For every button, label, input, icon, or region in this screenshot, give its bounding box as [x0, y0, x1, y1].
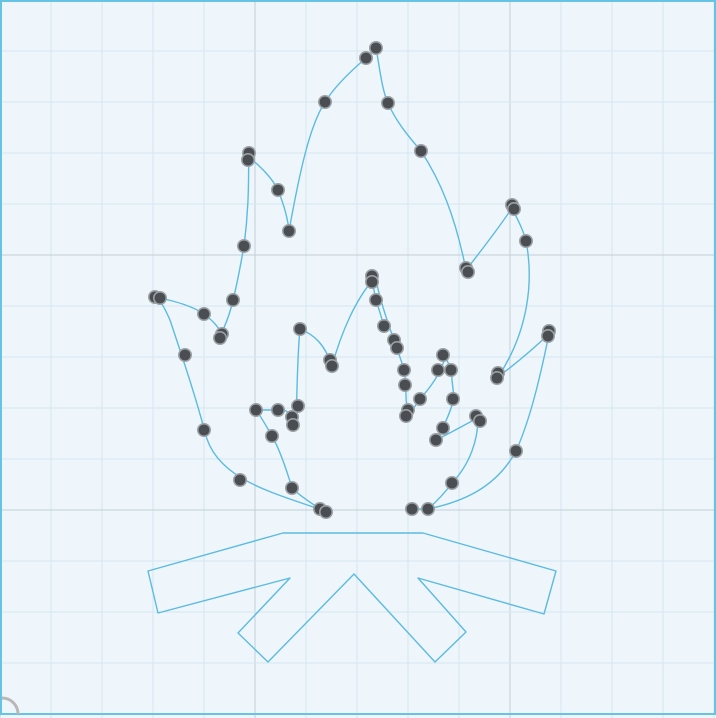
vertex-handle[interactable] [364, 274, 379, 289]
vertex-handle[interactable] [445, 391, 460, 406]
vertex-handle[interactable] [318, 504, 333, 519]
vertex-handle[interactable] [508, 443, 523, 458]
vertex-handle[interactable] [368, 40, 383, 55]
vertex-handle[interactable] [249, 402, 264, 417]
vertex-handle[interactable] [270, 402, 285, 417]
vertex-handle[interactable] [237, 239, 252, 254]
vertex-handle[interactable] [290, 398, 305, 413]
vertex-handle[interactable] [285, 417, 300, 432]
log-top-bar[interactable] [147, 532, 557, 663]
vertex-handle[interactable] [435, 420, 450, 435]
vertex-handle[interactable] [420, 501, 435, 516]
vertex-handle[interactable] [292, 321, 307, 336]
vertex-handle[interactable] [233, 472, 248, 487]
vertex-handle[interactable] [396, 362, 411, 377]
vertex-handle[interactable] [281, 224, 296, 239]
vertex-handle[interactable] [398, 408, 413, 423]
vertex-handle[interactable] [412, 391, 427, 406]
vertex-handle[interactable] [317, 95, 332, 110]
vertex-handle[interactable] [153, 290, 168, 305]
log-shapes[interactable] [147, 532, 557, 663]
vertex-handle[interactable] [358, 50, 373, 65]
vertex-handle[interactable] [264, 428, 279, 443]
vertex-handle[interactable] [413, 144, 428, 159]
vertex-handle[interactable] [241, 153, 256, 168]
vertex-handle[interactable] [270, 183, 285, 198]
vertex-handle[interactable] [380, 96, 395, 111]
resize-corner-handle[interactable] [1, 696, 20, 715]
vertex-handle[interactable] [472, 413, 487, 428]
vertex-handle[interactable] [460, 264, 475, 279]
vertex-handle[interactable] [376, 318, 391, 333]
vertex-handle[interactable] [443, 362, 458, 377]
vertex-handle[interactable] [430, 362, 445, 377]
vertex-handle[interactable] [489, 370, 504, 385]
vertex-handle[interactable] [444, 475, 459, 490]
vertex-handle[interactable] [404, 501, 419, 516]
vertex-handle[interactable] [518, 234, 533, 249]
edit-handles[interactable] [148, 40, 556, 519]
vertex-handle[interactable] [324, 358, 339, 373]
vertex-handle[interactable] [197, 422, 212, 437]
vertex-handle[interactable] [226, 292, 241, 307]
vertex-handle[interactable] [213, 330, 228, 345]
vertex-handle[interactable] [197, 306, 212, 321]
vertex-handle[interactable] [435, 347, 450, 362]
vertex-handle[interactable] [506, 202, 521, 217]
vertex-handle[interactable] [284, 480, 299, 495]
vertex-handle[interactable] [368, 292, 383, 307]
vertex-handle[interactable] [540, 328, 555, 343]
vertex-handle[interactable] [397, 377, 412, 392]
vertex-handle[interactable] [389, 340, 404, 355]
vertex-handle[interactable] [428, 432, 443, 447]
vertex-handle[interactable] [178, 347, 193, 362]
